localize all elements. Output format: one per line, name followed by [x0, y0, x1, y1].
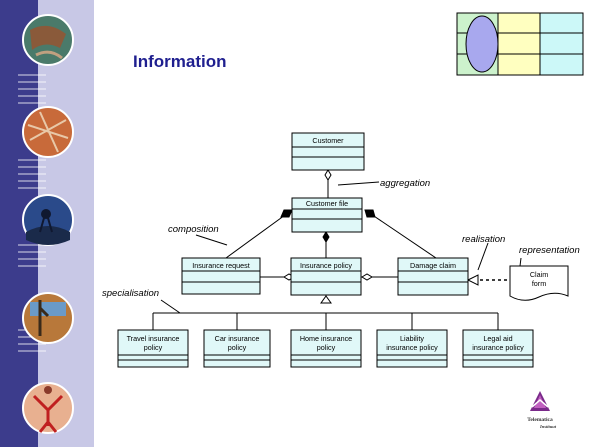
label-composition: composition [168, 224, 219, 235]
class-label-line-2: policy [228, 343, 247, 352]
label-aggregation: aggregation [380, 178, 430, 189]
class-label-line-2: insurance policy [386, 343, 438, 352]
claim-form-line-1: Claim [530, 270, 548, 279]
class-label-line-1: Liability [400, 334, 424, 343]
class-liability-insurance-policy: Liability insurance policy [376, 329, 448, 368]
class-label-line-1: Car insurance [215, 334, 260, 343]
telematica-logo-icon: Telematica Instituut [527, 391, 557, 429]
class-customer-label: Customer [312, 136, 344, 145]
class-damage-claim-label: Damage claim [410, 261, 456, 270]
diagram-connectors [152, 170, 522, 330]
globe-icon [22, 382, 74, 434]
class-customer-file: Customer file [291, 197, 363, 233]
class-label-line-2: policy [144, 343, 163, 352]
globe-icon [22, 292, 74, 344]
aggregation-diamond-icon [361, 273, 373, 281]
claim-form-document: Claim form [509, 265, 569, 301]
class-customer-file-label: Customer file [306, 199, 348, 208]
class-travel-insurance-policy: Travel insurance policy [117, 329, 189, 368]
class-home-insurance-policy: Home insurance policy [290, 329, 362, 368]
class-label-line-1: Travel insurance [127, 334, 180, 343]
label-realisation: realisation [462, 234, 505, 245]
class-insurance-request-label: Insurance request [192, 261, 250, 270]
composition-diamond-icon [280, 209, 293, 218]
label-specialisation: specialisation [102, 288, 159, 299]
specialisation-arrow-icon [320, 295, 332, 304]
class-car-insurance-policy: Car insurance policy [203, 329, 271, 368]
composition-diamond-icon [322, 231, 330, 243]
label-representation: representation [519, 245, 580, 256]
composition-diamond-icon [364, 209, 376, 218]
class-damage-claim: Damage claim [397, 257, 469, 296]
class-label-line-2: policy [317, 343, 336, 352]
class-insurance-request: Insurance request [181, 257, 261, 295]
globe-icon [22, 194, 74, 246]
left-decorative-bar [0, 0, 110, 447]
logo-name: Telematica [527, 417, 553, 423]
decorative-grid [456, 12, 584, 76]
slide-title: Information [133, 52, 227, 71]
claim-form-line-2: form [532, 279, 546, 288]
class-insurance-policy: Insurance policy [290, 257, 362, 296]
globe-icon [22, 106, 74, 158]
realisation-arrow-icon [466, 274, 479, 286]
class-insurance-policy-label: Insurance policy [300, 261, 352, 270]
ellipse-icon [465, 15, 499, 73]
globe-icon [22, 14, 74, 66]
aggregation-diamond-icon [324, 169, 332, 181]
class-label-line-1: Legal aid [483, 334, 512, 343]
class-customer: Customer [291, 132, 365, 171]
logo-sub: Instituut [539, 424, 557, 429]
class-label-line-2: insurance policy [472, 343, 524, 352]
class-label-line-1: Home insurance [300, 334, 352, 343]
class-legal-aid-insurance-policy: Legal aid insurance policy [462, 329, 534, 368]
